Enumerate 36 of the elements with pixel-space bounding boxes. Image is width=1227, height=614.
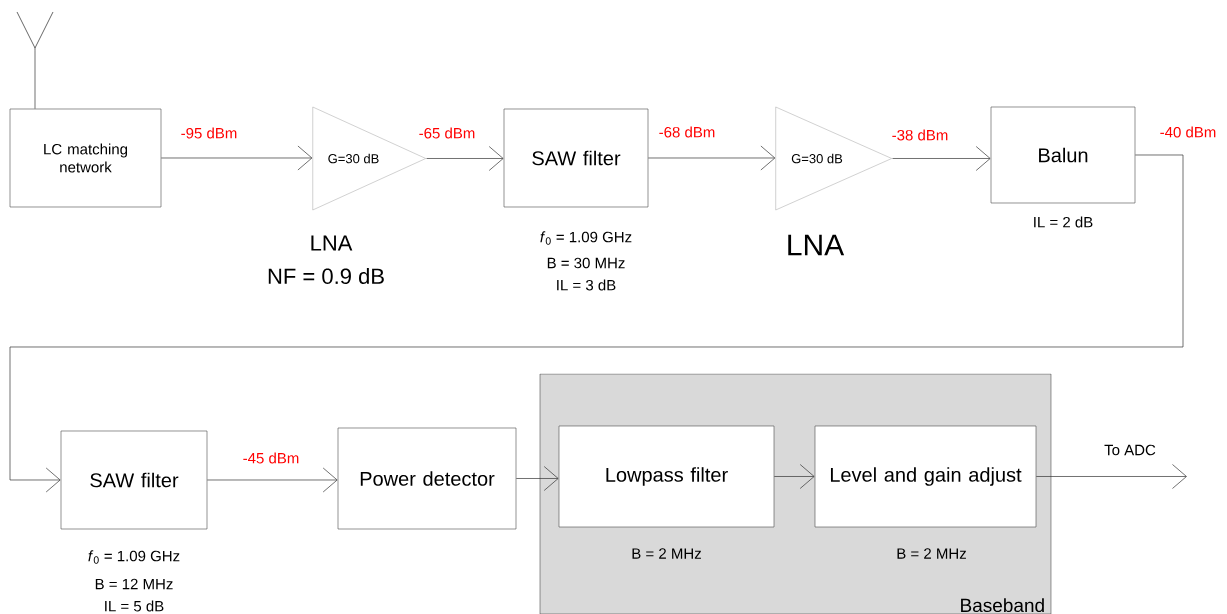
block-box: Level and gain adjust xyxy=(814,425,1037,528)
block-box: Balun xyxy=(990,106,1136,204)
spec-text: NF = 0.9 dB xyxy=(268,267,384,285)
arrow xyxy=(515,466,559,491)
arrow xyxy=(160,145,313,171)
block-box: Power detector xyxy=(337,427,517,530)
arrow xyxy=(1035,464,1187,489)
spec-text: f$_{0}$ = 1.09 GHz xyxy=(540,231,632,245)
spec-text: IL = 5 dB xyxy=(105,600,164,612)
edge-label: To ADC xyxy=(1103,443,1157,457)
arrow xyxy=(9,154,1184,493)
spec-text: B = 2 MHz xyxy=(897,548,966,559)
block-box: LC matching network xyxy=(9,108,162,208)
spec-text: f$_{0}$ = 1.09 GHz xyxy=(88,550,180,564)
arrow xyxy=(773,464,815,489)
spec-text: B = 30 MHz xyxy=(547,257,625,269)
edge-label: -95 dBm xyxy=(179,126,239,140)
spec-text: B = 2 MHz xyxy=(632,548,701,559)
spec-text: IL = 2 dB xyxy=(1034,216,1093,228)
edge-label: -45 dBm xyxy=(241,451,301,465)
arrow xyxy=(426,146,504,171)
amplifier-triangle: G=30 dB xyxy=(775,106,892,211)
block-box: SAW filter xyxy=(60,430,208,530)
antenna-icon xyxy=(16,11,54,51)
spec-text: LNA xyxy=(788,234,845,256)
spec-text: B = 12 MHz xyxy=(95,578,173,590)
arrow xyxy=(206,467,338,493)
arrow xyxy=(892,146,991,171)
edge-label: -38 dBm xyxy=(890,128,950,142)
block-box: Lowpass filter xyxy=(558,425,775,528)
spec-text: IL = 3 dB xyxy=(557,279,616,291)
block-box: SAW filter xyxy=(503,108,649,208)
arrow xyxy=(647,145,776,171)
edge-label: -40 dBm xyxy=(1158,125,1218,139)
spec-text: LNA xyxy=(311,235,353,251)
edge-label: -68 dBm xyxy=(657,125,717,139)
